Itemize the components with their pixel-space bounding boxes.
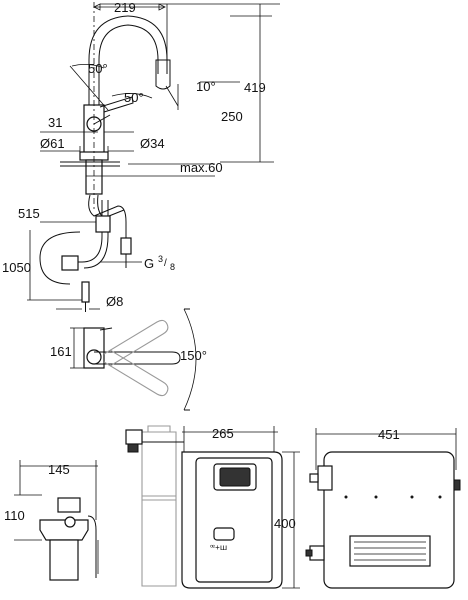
dim-hose-total: 1050 bbox=[2, 260, 31, 275]
filter-unit bbox=[14, 460, 99, 581]
dim-boiler-depth: 265 bbox=[212, 426, 234, 441]
dim-spout-angle: 50° bbox=[88, 61, 108, 76]
dim-spout-height: 250 bbox=[221, 109, 243, 124]
boiler-panel-label: ꟹ+ꟺ bbox=[210, 543, 227, 552]
dim-spout-tilt: 50° bbox=[124, 90, 144, 105]
dim-boiler-width: 451 bbox=[378, 427, 400, 442]
boiler-front-view bbox=[305, 428, 461, 589]
dim-pipe-diameter: Ø8 bbox=[106, 294, 123, 309]
dim-thread-slash: / bbox=[164, 258, 167, 269]
dim-swivel-radius: 161 bbox=[50, 344, 72, 359]
swivel-top-view bbox=[70, 308, 197, 411]
dim-faucet-width: 219 bbox=[114, 0, 136, 15]
faucet-dimension-lines bbox=[40, 3, 280, 177]
dim-hose-length: 515 bbox=[18, 206, 40, 221]
dim-thread-den: 8 bbox=[170, 262, 175, 272]
dim-boiler-height: 400 bbox=[274, 516, 296, 531]
dim-filter-height: 110 bbox=[4, 508, 25, 523]
dim-swivel-angle: 150° bbox=[180, 348, 207, 363]
dim-thread: G bbox=[144, 256, 154, 271]
dim-max-thickness: max.60 bbox=[180, 160, 223, 175]
dim-hole-diameter: Ø34 bbox=[140, 136, 165, 151]
dim-base-diameter: Ø61 bbox=[40, 136, 65, 151]
boiler-side-view bbox=[125, 425, 300, 589]
dim-thread-num: 3 bbox=[158, 254, 163, 264]
dim-spout-offset-angle: 10° bbox=[196, 79, 216, 94]
faucet-side-view bbox=[60, 2, 171, 210]
dim-faucet-height: 419 bbox=[244, 80, 266, 95]
dim-filter-width: 145 bbox=[48, 462, 70, 477]
dim-handle-offset: 31 bbox=[48, 115, 62, 130]
hoses-assembly bbox=[27, 194, 142, 312]
